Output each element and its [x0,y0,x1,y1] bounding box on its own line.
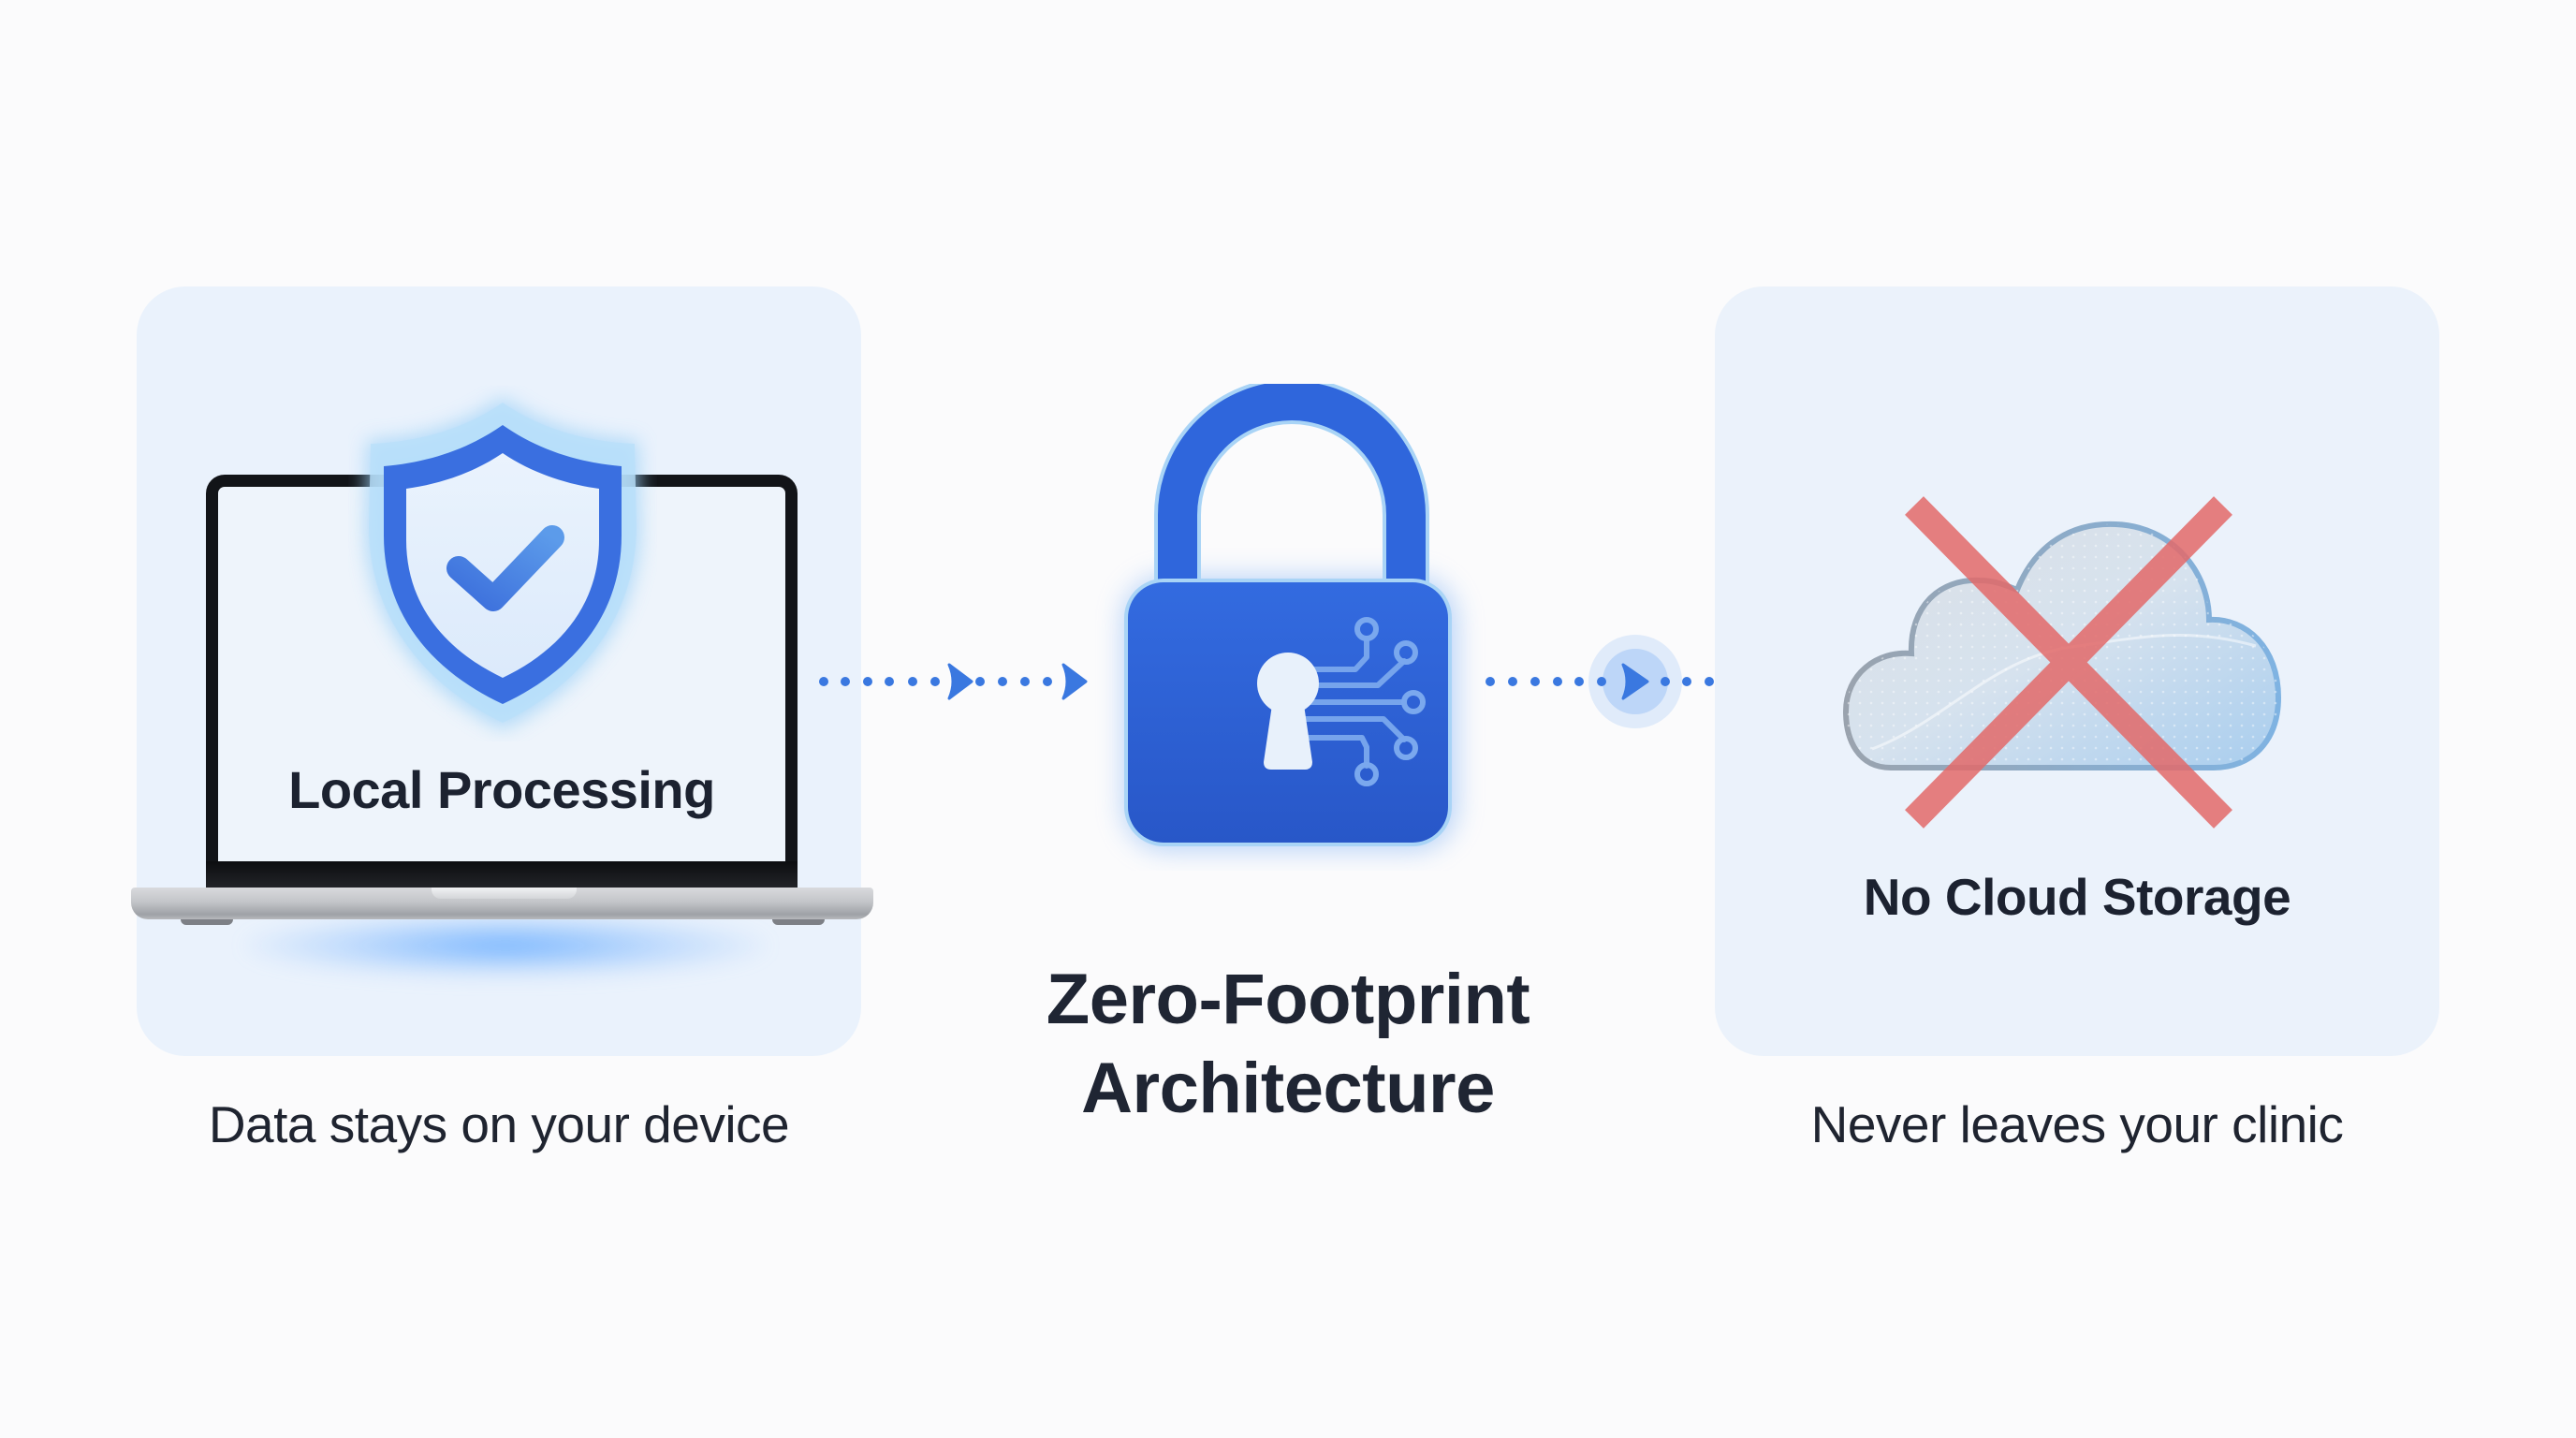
laptop-bezel-chin [206,861,798,888]
padlock-circuit-icon [1095,377,1488,871]
screen-label-local-processing: Local Processing [288,760,715,819]
caption-right: Never leaves your clinic [1810,1095,2344,1153]
page-title: Zero-Footprint Architecture [1007,955,1569,1133]
laptop-foot [772,919,825,925]
caption-left: Data stays on your device [208,1095,790,1153]
shield-check-icon [348,386,657,741]
arrowhead-icon [947,663,973,700]
title-line-2: Architecture [1081,1049,1495,1128]
cloud-crossed-out-icon [1835,487,2293,833]
arrowhead-icon [1621,663,1649,700]
laptop-foot [181,919,233,925]
laptop-notch [432,888,577,899]
laptop-glow [243,913,768,978]
no-cloud-storage-label: No Cloud Storage [1863,868,2291,926]
title-line-1: Zero-Footprint [1046,960,1530,1039]
arrowhead-icon [1061,663,1088,700]
flow-arrow-left-to-lock [814,659,1095,704]
